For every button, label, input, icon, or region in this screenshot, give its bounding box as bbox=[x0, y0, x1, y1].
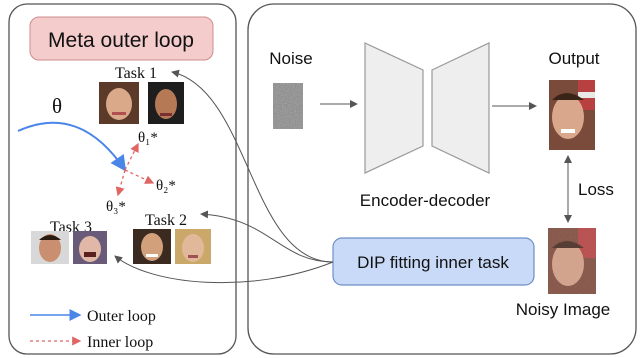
task1-face-1 bbox=[99, 82, 139, 124]
task3-face-2 bbox=[73, 231, 107, 264]
noise-label: Noise bbox=[269, 49, 312, 68]
inner-loop-to-theta3 bbox=[115, 169, 126, 197]
noisy-image-label: Noisy Image bbox=[516, 300, 610, 319]
decoder-shape bbox=[431, 42, 490, 174]
loss-label: Loss bbox=[578, 180, 614, 199]
task1-label: Task 1 bbox=[115, 65, 157, 82]
connector-to-task3 bbox=[114, 255, 334, 284]
outer-loop-curve bbox=[17, 121, 127, 172]
noise-texture bbox=[273, 83, 303, 129]
theta1-label: θ₁* bbox=[138, 130, 158, 146]
task2-label: Task 2 bbox=[145, 212, 187, 229]
output-label: Output bbox=[548, 49, 599, 68]
connector-to-task2 bbox=[200, 210, 334, 263]
task1-face-2 bbox=[148, 82, 184, 124]
noisy-image bbox=[548, 228, 596, 294]
meta-outer-title-box bbox=[29, 16, 214, 61]
meta-outer-title: Meta outer loop bbox=[48, 29, 194, 52]
theta-label: θ bbox=[52, 94, 62, 118]
inner-loop-to-theta2 bbox=[124, 169, 155, 184]
theta3-label: θ₃* bbox=[106, 199, 126, 215]
inner-loop-to-theta1 bbox=[124, 142, 139, 171]
legend-inner-label: Inner loop bbox=[87, 334, 153, 351]
task2-face-2 bbox=[175, 229, 211, 264]
encoder-shape bbox=[364, 42, 424, 174]
theta2-label: θ₂* bbox=[156, 178, 176, 194]
connector-to-task1 bbox=[171, 69, 334, 263]
task2-face-1 bbox=[133, 229, 171, 264]
output-image bbox=[549, 80, 595, 150]
dip-inner-task-label: DIP fitting inner task bbox=[357, 253, 509, 272]
task3-face-1 bbox=[31, 231, 69, 264]
encoder-decoder-label: Encoder-decoder bbox=[360, 191, 491, 210]
legend-outer-label: Outer loop bbox=[87, 308, 156, 325]
